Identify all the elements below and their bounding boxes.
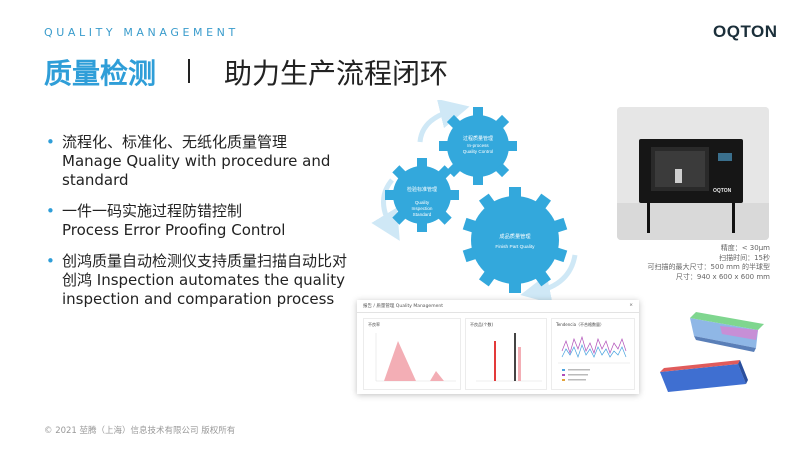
bullet-item: • 流程化、标准化、无纸化质量管理 Manage Quality with pr… [46, 133, 386, 190]
gear-top-label-cn: 过程质量管理 [463, 135, 493, 142]
scan-comparison-models [660, 312, 764, 392]
spec-dimensions: 尺寸：940 x 600 x 600 mm [675, 272, 770, 281]
panel-title: Tendencia（不合格数量） [556, 322, 605, 327]
dashboard-panel-defect-count: 不良品(个数) [465, 318, 547, 390]
scan-model-bottom [660, 360, 748, 392]
bullet-dot-icon: • [46, 133, 55, 151]
bullet-text-en: Process Error Proofing Control [62, 221, 286, 239]
quality-gears-diagram: 过程质量管理 In-process Quality Control 检验标准管理… [371, 100, 578, 300]
inspection-device-photo: OQTON [617, 107, 769, 240]
bullet-text-cn: 一件一码实施过程防错控制 [62, 202, 243, 220]
tendency-line-graphic [558, 335, 630, 381]
cycle-arrow-icon [417, 100, 470, 143]
quality-dashboard-screenshot: 报告 / 质量管理 Quality Management × 不良率 不良品(个… [357, 300, 639, 394]
gear-right-label-cn: 成品质量管理 [499, 232, 531, 240]
spec-max-scan-size: 可扫描的最大尺寸：500 mm 的半球型 [647, 263, 770, 271]
close-icon: × [629, 303, 633, 308]
oqton-logo: OQTON [713, 22, 778, 41]
section-kicker: QUALITY MANAGEMENT [44, 26, 239, 39]
panel-title: 不良率 [368, 322, 380, 327]
gear-left-label-en1: Quality [415, 200, 430, 205]
bullet-dot-icon: • [46, 252, 55, 270]
scan-model-top [690, 312, 764, 352]
gear-left-label-cn: 检验标准管理 [407, 186, 437, 193]
copyright-footer: © 2021 堃腾（上海）信息技术有限公司 版权所有 [44, 426, 236, 436]
bullet-text-cn: 流程化、标准化、无纸化质量管理 [62, 133, 288, 151]
bullet-text-en: Manage Quality with procedure and standa… [62, 152, 331, 189]
gear-left-label-en3: Standard [413, 212, 432, 217]
dashboard-panel-tendency: Tendencia（不合格数量） [551, 318, 635, 390]
bullet-dot-icon: • [46, 202, 55, 220]
cycle-arrow-icon [371, 178, 400, 241]
page-title: 质量检测 [44, 57, 157, 90]
device-specs: 精度：< 30μm 扫描时间：15秒 可扫描的最大尺寸：500 mm 的半球型 … [600, 244, 770, 282]
spec-scan-time: 扫描时间：15秒 [719, 253, 770, 262]
gear-left-icon [385, 158, 459, 232]
bullet-text-cn: 创鸿质量自动检测仪支持质量扫描自动比对 [62, 252, 348, 270]
defect-rate-area-graphic [375, 333, 456, 382]
gear-top-label-en2: Quality Control [463, 149, 493, 154]
spec-accuracy: 精度：< 30μm [720, 244, 770, 252]
bullet-item: • 创鸿质量自动检测仪支持质量扫描自动比对 创鸿 Inspection auto… [46, 252, 386, 309]
gear-right-icon [462, 187, 568, 293]
dashboard-header: 报告 / 质量管理 Quality Management × [357, 300, 639, 313]
gear-left-label-en2: Inspection [412, 206, 433, 211]
bullet-text-en: 创鸿 Inspection automates the quality insp… [62, 271, 345, 308]
cycle-arrow-icon [520, 254, 578, 300]
gear-right-label-en1: Finish Part Quality [495, 244, 535, 250]
panel-title: 不良品(个数) [470, 322, 494, 327]
title-separator [188, 59, 190, 83]
defect-count-bar-graphic [476, 333, 542, 382]
bullet-list: • 流程化、标准化、无纸化质量管理 Manage Quality with pr… [46, 133, 386, 321]
bullet-item: • 一件一码实施过程防错控制 Process Error Proofing Co… [46, 202, 386, 240]
device-brand-label: OQTON [713, 188, 732, 194]
dashboard-panel-defect-rate: 不良率 [363, 318, 461, 390]
gear-top-label-en1: In-process [467, 143, 489, 148]
dashboard-title: 报告 / 质量管理 Quality Management [363, 304, 443, 309]
page-subtitle: 助力生产流程闭环 [224, 57, 449, 90]
